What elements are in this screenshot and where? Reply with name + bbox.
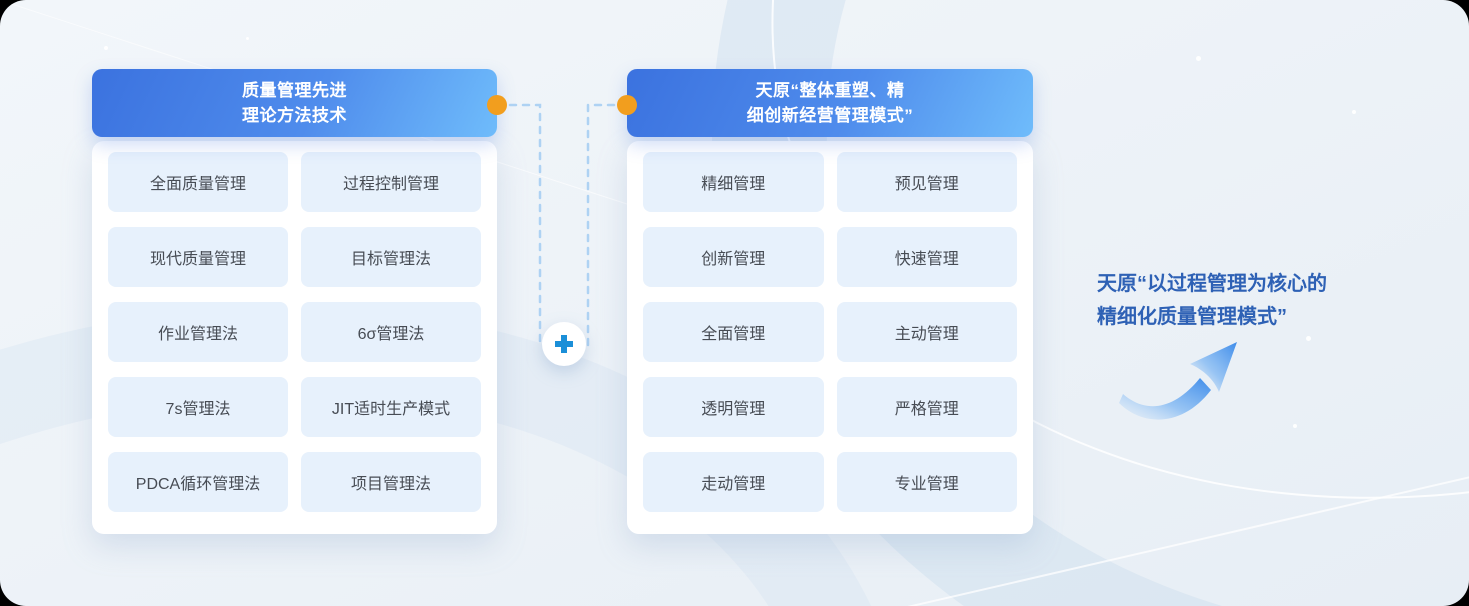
list-item: 过程控制管理 (301, 152, 481, 212)
left-panel-title: 质量管理先进 理论方法技术 (92, 69, 497, 137)
list-item: 作业管理法 (108, 302, 288, 362)
list-item: JIT适时生产模式 (301, 377, 481, 437)
left-panel-title-line2: 理论方法技术 (242, 106, 347, 125)
sparkle-dot (1306, 336, 1311, 341)
sparkle-dot (1352, 110, 1356, 114)
list-item: 目标管理法 (301, 227, 481, 287)
list-item: 6σ管理法 (301, 302, 481, 362)
result-statement: 天原“以过程管理为核心的 精细化质量管理模式” (1097, 268, 1387, 334)
result-line1: 天原“以过程管理为核心的 (1097, 273, 1327, 295)
list-item: 预见管理 (836, 152, 1017, 212)
arrow-up-right-icon (1119, 342, 1237, 420)
list-item: 现代质量管理 (108, 227, 288, 287)
sparkle-dot (104, 46, 108, 50)
arrow-body (1119, 378, 1211, 420)
dashed-connector-left (495, 103, 542, 347)
list-item: 透明管理 (643, 377, 824, 437)
list-item: 全面管理 (643, 302, 824, 362)
sparkle-dot (246, 37, 249, 40)
list-item: 严格管理 (836, 377, 1017, 437)
list-item: 项目管理法 (301, 452, 481, 512)
list-item: 创新管理 (643, 227, 824, 287)
list-item: 全面质量管理 (108, 152, 288, 212)
sparkle-dot (1293, 424, 1297, 428)
list-item: 专业管理 (836, 452, 1017, 512)
dashed-connector-right (586, 103, 629, 347)
right-panel-title-line2: 细创新经营管理模式” (746, 106, 914, 125)
right-panel-title: 天原“整体重塑、精 细创新经营管理模式” (627, 69, 1033, 137)
sparkle-dot (1196, 56, 1201, 61)
list-item: PDCA循环管理法 (108, 452, 288, 512)
list-item: 7s管理法 (108, 377, 288, 437)
list-item: 精细管理 (643, 152, 824, 212)
list-item: 主动管理 (836, 302, 1017, 362)
list-item: 走动管理 (643, 452, 824, 512)
result-line2: 精细化质量管理模式” (1097, 306, 1287, 328)
plus-badge (542, 322, 586, 366)
left-panel-card: 全面质量管理 过程控制管理 现代质量管理 目标管理法 作业管理法 6σ管理法 7… (92, 141, 497, 534)
arrow-head (1190, 342, 1237, 392)
right-panel-title-line1: 天原“整体重塑、精 (755, 81, 905, 100)
list-item: 快速管理 (836, 227, 1017, 287)
plus-icon (555, 335, 573, 353)
right-panel-card: 精细管理 预见管理 创新管理 快速管理 全面管理 主动管理 透明管理 严格管理 … (627, 141, 1033, 534)
left-panel-title-line1: 质量管理先进 (242, 81, 347, 100)
